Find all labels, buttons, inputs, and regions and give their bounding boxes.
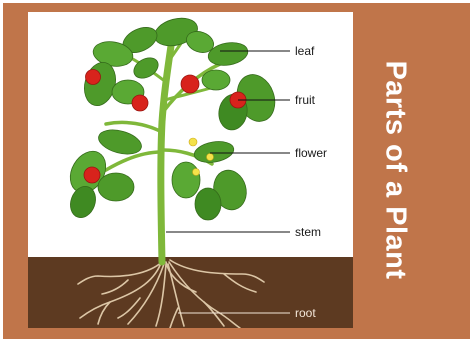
label-leaf: leaf — [295, 44, 314, 58]
leaf — [98, 173, 134, 201]
tomato — [181, 75, 199, 93]
leaf — [172, 162, 200, 198]
leaf — [202, 70, 230, 90]
title-text: Parts of a Plant — [379, 60, 412, 279]
label-stem: stem — [295, 225, 321, 239]
flower-bloom — [193, 169, 200, 176]
leaf — [96, 126, 144, 159]
label-fruit: fruit — [295, 93, 315, 107]
roots — [78, 260, 264, 328]
leaf — [193, 139, 236, 166]
poster-title: Parts of a Plant — [370, 35, 420, 310]
leaves — [63, 14, 281, 221]
tomato — [86, 70, 101, 85]
label-flower: flower — [295, 146, 327, 160]
leaf — [130, 54, 162, 83]
plant-illustration — [28, 12, 353, 328]
tomato — [132, 95, 148, 111]
flower-bloom — [189, 138, 197, 146]
label-root: root — [295, 306, 316, 320]
leaf — [195, 188, 221, 220]
flower-bloom — [207, 154, 214, 161]
tomato — [84, 167, 100, 183]
plant-diagram-panel: leaf fruit flower stem root — [28, 12, 353, 328]
